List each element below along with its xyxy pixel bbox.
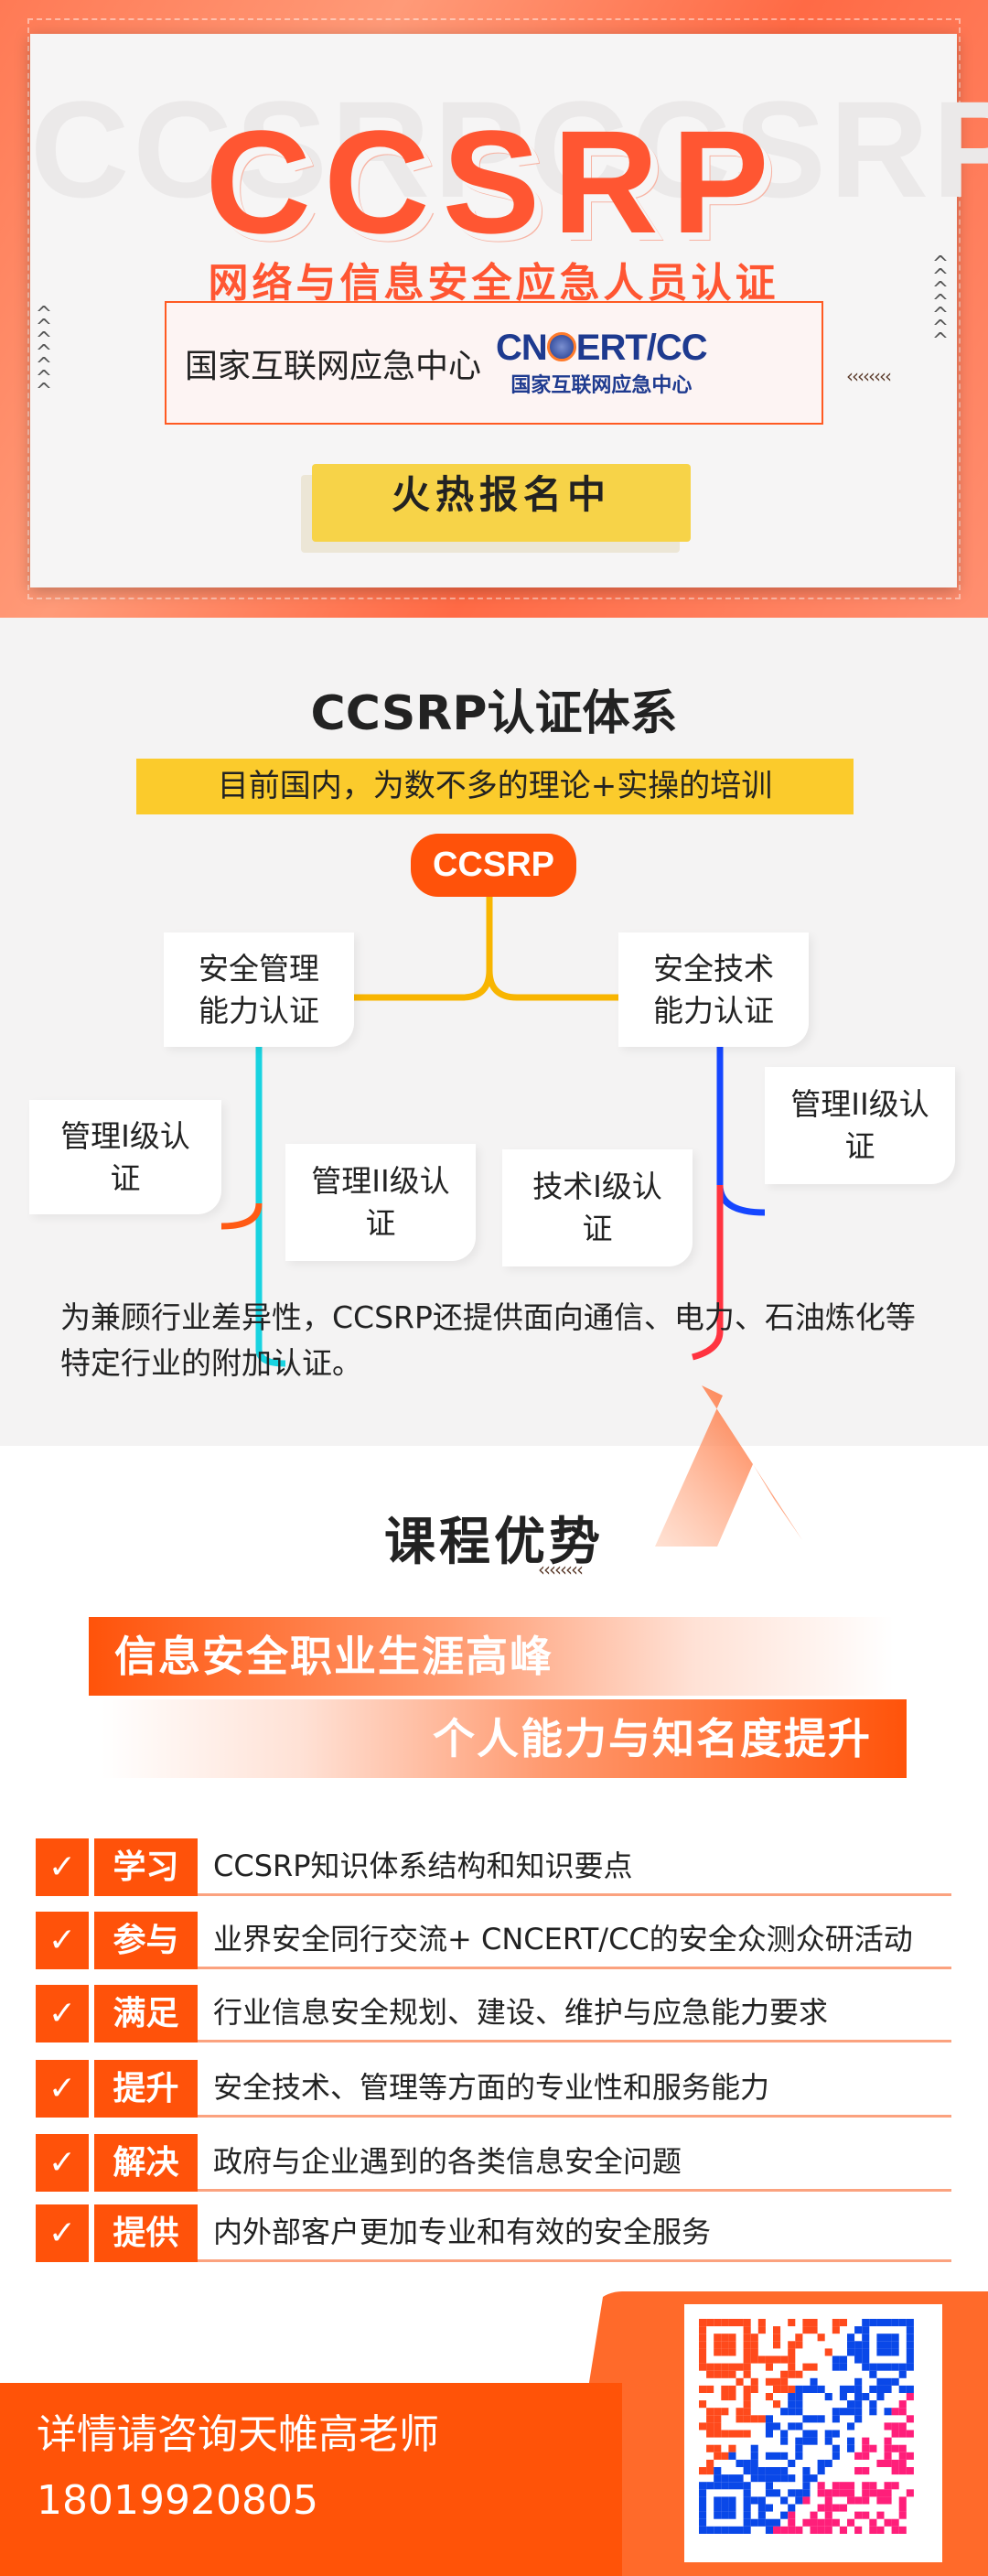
- check-icon: ✓: [36, 2204, 89, 2262]
- node-label: 管理ⅠⅠ级认证: [790, 1086, 929, 1164]
- advantage-text: 内外部客户更加专业和有效的安全服务: [198, 2204, 951, 2262]
- advantage-label: 解决: [94, 2134, 198, 2192]
- root-node-ccsrp: CCSRP: [411, 834, 576, 897]
- node-label: 技术Ⅰ级认证: [532, 1169, 662, 1246]
- qr-code[interactable]: [684, 2304, 942, 2562]
- advantage-text: 政府与企业遇到的各类信息安全问题: [198, 2134, 951, 2192]
- advantage-text: 业界安全同行交流+ CNCERT/CC的安全众测众研活动: [198, 1912, 951, 1969]
- org-name: 国家互联网应急中心: [185, 347, 482, 385]
- up-arrow-icon: [655, 1385, 802, 1547]
- check-icon: ✓: [36, 1838, 89, 1896]
- node-label: 管理ⅠⅠ级认证: [311, 1163, 450, 1241]
- advantage-label: 满足: [94, 1985, 198, 2042]
- advantage-text: 行业信息安全规划、建设、维护与应急能力要求: [198, 1985, 951, 2042]
- footer-contact-panel: [0, 2383, 622, 2576]
- advantage-text: 安全技术、管理等方面的专业性和服务能力: [198, 2060, 951, 2118]
- cncert-logo: CN ERT/CC 国家互联网应急中心: [496, 328, 708, 398]
- ghost-text: CCSRPCCSRP: [30, 72, 988, 226]
- career-peak-banner: 信息安全职业生涯高峰: [89, 1617, 894, 1696]
- logo-cn: 国家互联网应急中心: [510, 374, 693, 397]
- globe-icon: [546, 332, 576, 361]
- phone-number[interactable]: 18019920805: [37, 2477, 318, 2524]
- dashed-frame: [27, 18, 961, 599]
- mgmt1-line: [220, 1202, 263, 1230]
- advantage-label: 参与: [94, 1912, 198, 1969]
- node-tech-level1: 技术Ⅰ级认证: [502, 1149, 693, 1266]
- chevrons-left-icon: ‹‹‹‹‹‹‹‹: [846, 365, 892, 387]
- advantage-item: ✓提供内外部客户更加专业和有效的安全服务: [36, 2204, 951, 2262]
- hero-subtitle: 网络与信息安全应急人员认证: [208, 260, 779, 307]
- advantage-item: ✓解决政府与企业遇到的各类信息安全问题: [36, 2134, 951, 2192]
- hero-title: CCSRP: [205, 100, 782, 264]
- trunk-line: [353, 897, 618, 1001]
- caret-up-decoration-icon: ^^^^^^^: [931, 253, 950, 352]
- advantage-label: 提供: [94, 2204, 198, 2262]
- node-label: 安全技术能力认证: [653, 950, 774, 1029]
- tech1-line: [692, 1185, 724, 1361]
- section-title: 课程优势: [384, 1513, 604, 1572]
- mgmt-line: [255, 1046, 286, 1367]
- signup-button[interactable]: 火热报名中: [312, 464, 691, 542]
- advantage-text: CCSRP知识体系结构和知识要点: [198, 1838, 951, 1896]
- section-title: CCSRP认证体系: [310, 686, 678, 741]
- node-label: 管理Ⅰ级认证: [60, 1117, 190, 1196]
- node-tech-capability: 安全技术能力认证: [618, 932, 809, 1047]
- caret-up-decoration-icon: ^^^^^^^: [35, 303, 53, 403]
- industry-note: 为兼顾行业差异性，CCSRP还提供面向通信、电力、石油炼化等特定行业的附加认证。: [60, 1299, 916, 1381]
- node-mgmt-capability: 安全管理能力认证: [164, 932, 354, 1047]
- check-icon: ✓: [36, 1912, 89, 1969]
- check-icon: ✓: [36, 2060, 89, 2118]
- check-icon: ✓: [36, 2134, 89, 2192]
- contact-info: 详情请咨询天帷高老师 18019920805: [37, 2402, 439, 2534]
- certification-system-section: CCSRP认证体系 目前国内，为数不多的理论+实操的培训 CCSRP 安全管理能…: [0, 618, 988, 1446]
- advantage-item: ✓满足行业信息安全规划、建设、维护与应急能力要求: [36, 1985, 951, 2042]
- ability-banner: 个人能力与知名度提升: [102, 1699, 907, 1778]
- hero-card: CCSRPCCSRP CCSRP 网络与信息安全应急人员认证 ^^^^^^^ ^…: [30, 34, 988, 587]
- advantage-item: ✓提升安全技术、管理等方面的专业性和服务能力: [36, 2060, 951, 2118]
- node-mgmt-level2: 管理ⅠⅠ级认证: [285, 1144, 476, 1261]
- cncert-logo-box: 国家互联网应急中心 CN ERT/CC 国家互联网应急中心: [165, 301, 823, 425]
- mindmap-lines: [220, 897, 766, 1367]
- highlight-banner: 目前国内，为数不多的理论+实操的培训: [136, 759, 854, 814]
- node-tech-level2: 管理ⅠⅠ级认证: [765, 1067, 955, 1184]
- node-label: 安全管理能力认证: [199, 950, 319, 1029]
- advantage-item: ✓参与业界安全同行交流+ CNCERT/CC的安全众测众研活动: [36, 1912, 951, 1969]
- advantage-label: 学习: [94, 1838, 198, 1896]
- contact-label: 详情请咨询天帷高老师: [37, 2411, 439, 2458]
- logo-text: CN: [496, 328, 548, 368]
- chevrons-left-icon: ‹‹‹‹‹‹‹‹: [538, 1558, 584, 1580]
- qr-code-image: [699, 2319, 914, 2534]
- logo-text: ERT/CC: [575, 328, 708, 368]
- advantage-label: 提升: [94, 2060, 198, 2118]
- node-mgmt-level1: 管理Ⅰ级认证: [29, 1100, 221, 1214]
- hero-banner: CCSRPCCSRP CCSRP 网络与信息安全应急人员认证 ^^^^^^^ ^…: [0, 0, 988, 618]
- check-icon: ✓: [36, 1985, 89, 2042]
